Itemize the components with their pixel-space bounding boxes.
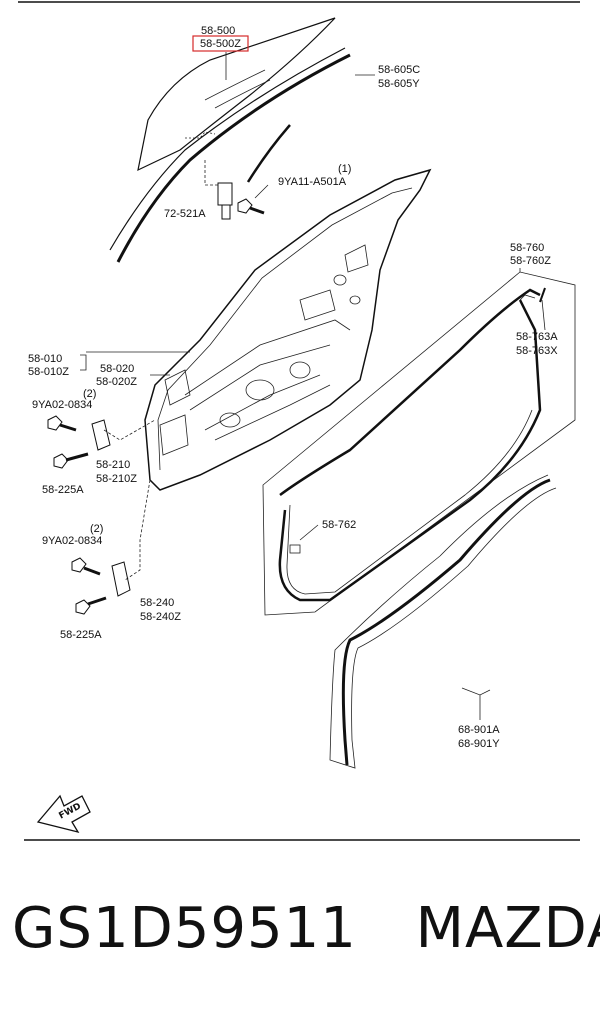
weatherstrip-box — [262, 271, 576, 616]
label-72-521a: 72-521A — [164, 208, 206, 220]
part-number: GS1D59511 — [12, 896, 357, 961]
label-9ya11-a501a: 9YA11-A501A — [278, 176, 347, 188]
label-58-605y: 58-605Y — [378, 78, 420, 90]
label-58-225a-upper: 58-225A — [42, 484, 84, 496]
label-58-760z: 58-760Z — [510, 255, 551, 267]
lower-hinge — [111, 561, 131, 597]
brand-name: MAZDA — [415, 896, 600, 961]
label-58-240: 58-240 — [140, 597, 174, 609]
label-58-500: 58-500 — [201, 25, 235, 37]
label-68-901y: 68-901Y — [458, 738, 500, 750]
label-58-760: 58-760 — [510, 242, 544, 254]
clip-72-521a — [204, 160, 233, 220]
door-weatherstrip — [278, 288, 542, 602]
lower-hinge-bolt-58-225a — [75, 596, 107, 615]
lower-hinge-bolt-9ya02 — [71, 557, 101, 576]
part-number-caption: GS1D59511 MAZDA — [12, 896, 600, 961]
label-58-762: 58-762 — [322, 519, 356, 531]
fwd-arrow-icon: FWD — [36, 794, 91, 834]
glass-run-channel — [109, 47, 351, 263]
upper-hinge-bolt-58-225a — [53, 452, 89, 469]
label-9ya02-0834-lower: 9YA02-0834 — [42, 535, 102, 547]
label-58-010: 58-010 — [28, 353, 62, 365]
label-58-763a: 58-763A — [516, 331, 558, 343]
door-glass — [137, 17, 336, 172]
upper-hinge — [91, 419, 156, 451]
label-58-500z: 58-500Z — [200, 38, 241, 50]
upper-hinge-bolt-9ya02 — [47, 415, 77, 432]
label-58-020z: 58-020Z — [96, 376, 137, 388]
label-58-225a-lower: 58-225A — [60, 629, 102, 641]
label-58-240z: 58-240Z — [140, 611, 181, 623]
highlight-box — [192, 35, 249, 52]
bolt-9ya11 — [237, 184, 269, 215]
label-58-010z: 58-010Z — [28, 366, 69, 378]
label-58-763x: 58-763X — [516, 345, 558, 357]
label-bolt-qty: (1) — [338, 163, 351, 175]
label-bolt4-qty: (2) — [90, 523, 103, 535]
label-9ya02-0834-upper: 9YA02-0834 — [32, 399, 92, 411]
label-58-020: 58-020 — [100, 363, 134, 375]
label-68-901a: 68-901A — [458, 724, 500, 736]
label-58-605c: 58-605C — [378, 64, 420, 76]
label-58-210: 58-210 — [96, 459, 130, 471]
door-frame — [144, 168, 432, 491]
label-58-210z: 58-210Z — [96, 473, 137, 485]
label-bolt2-qty: (2) — [83, 388, 96, 400]
